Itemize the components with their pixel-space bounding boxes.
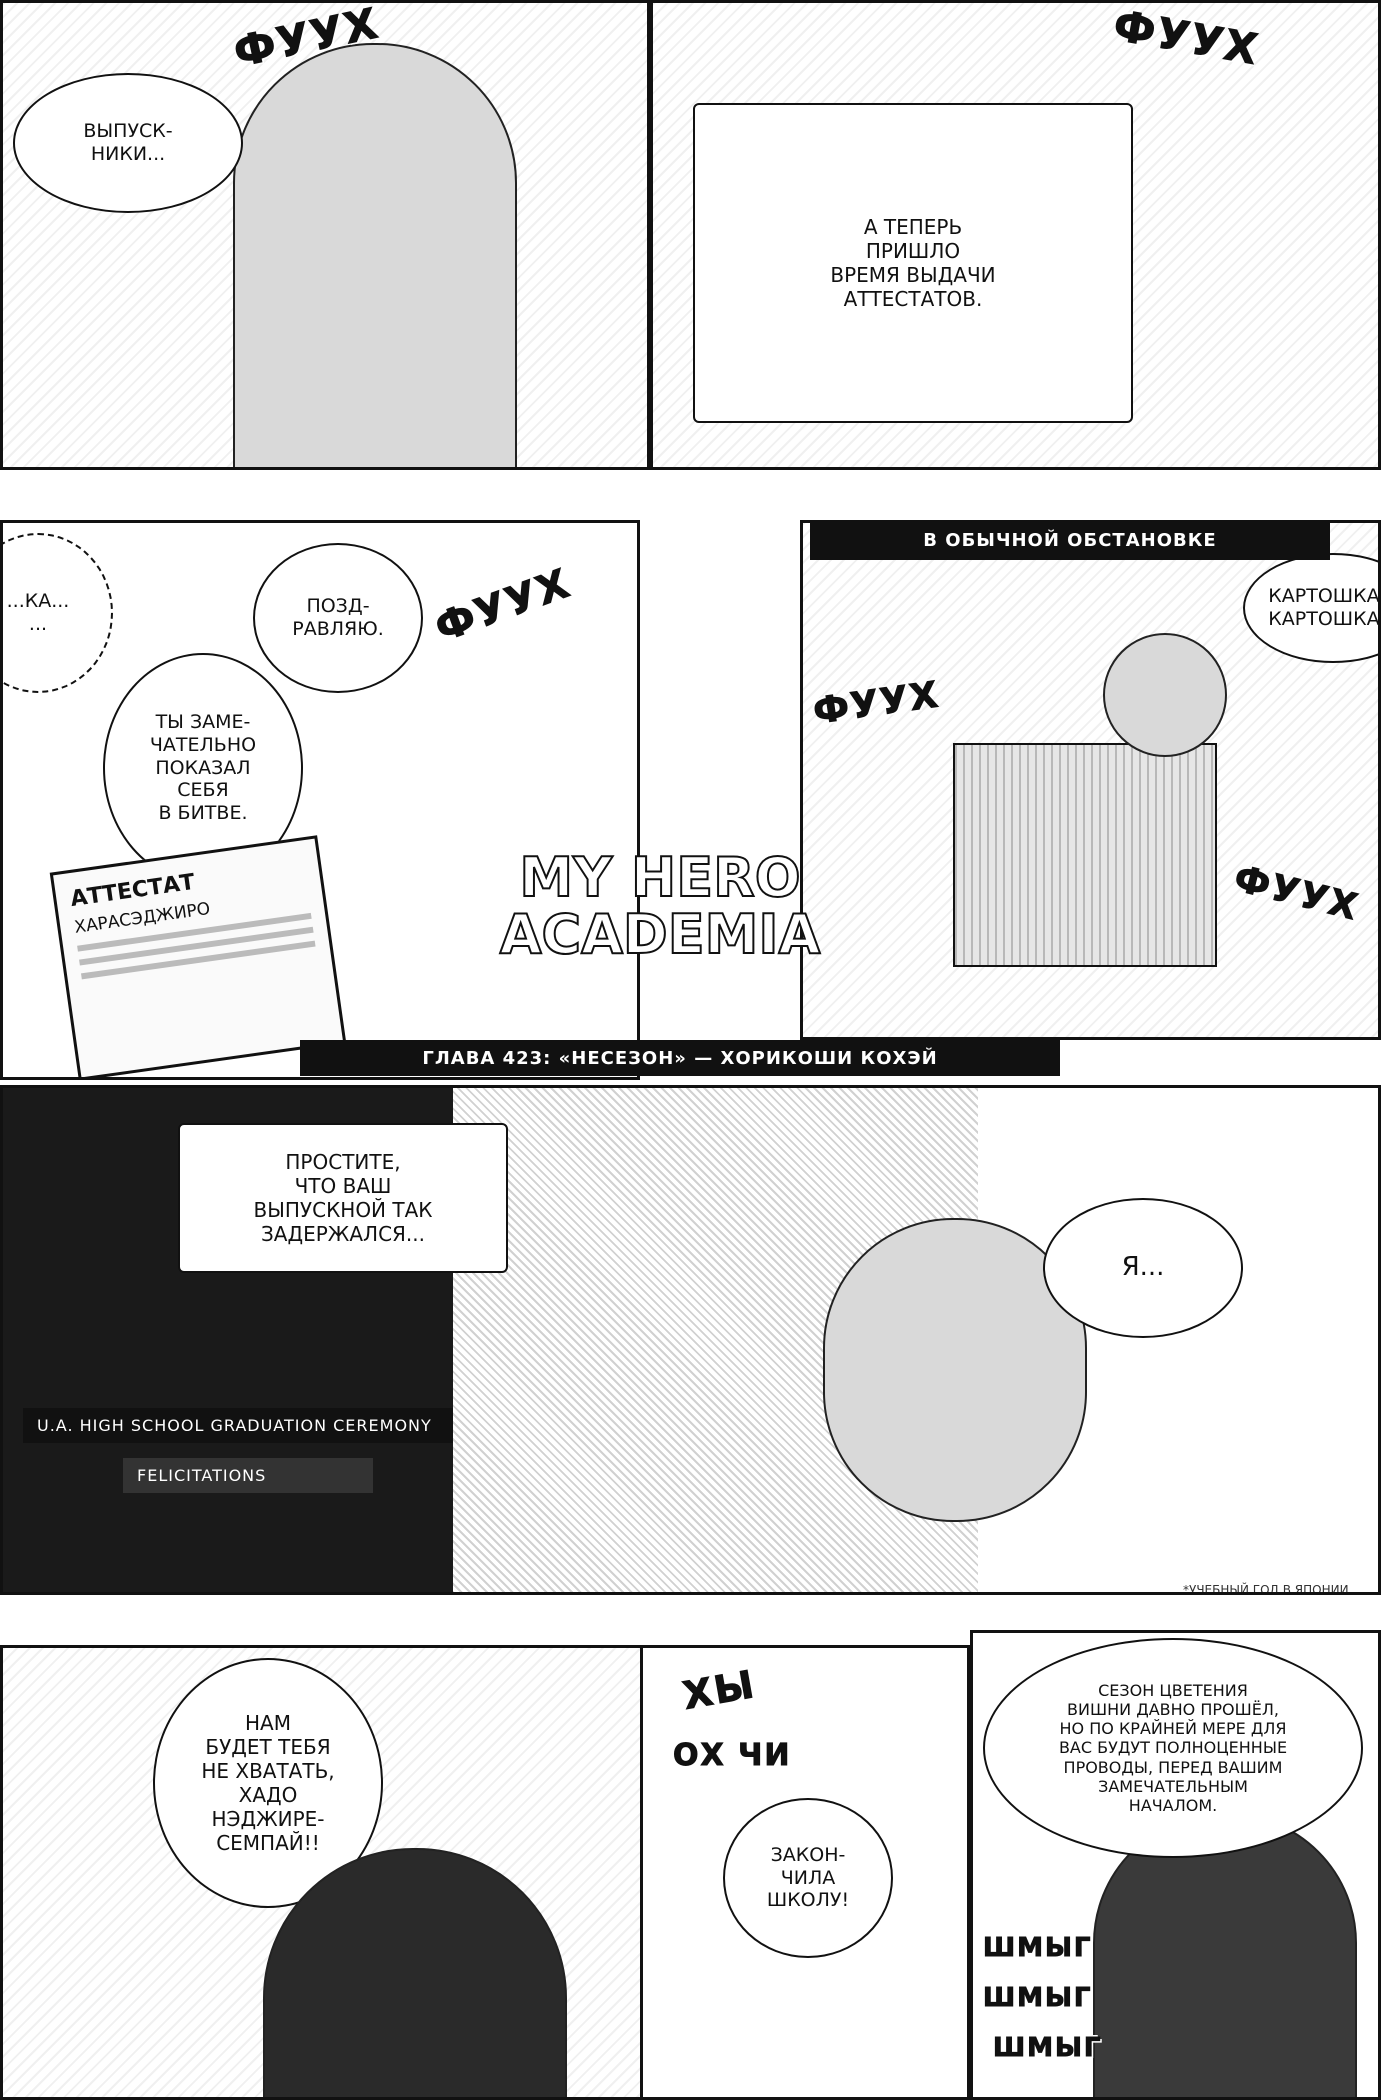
sfx-sniff-b: ШМЫГ bbox=[983, 1983, 1093, 2014]
sfx-sob: ХЫ bbox=[679, 1662, 759, 1719]
podium bbox=[953, 743, 1217, 967]
speech-bubble-i: Я... bbox=[1043, 1198, 1243, 1338]
narration-box: ПРОСТИТЕ, ЧТО ВАШ ВЫПУСКНОЙ ТАК ЗАДЕРЖАЛ… bbox=[178, 1123, 508, 1273]
panel-middle-right: КАРТОШКА... КАРТОШКА... ФУУХ ФУУХ bbox=[800, 520, 1381, 1040]
panel-lower-crowd: U.A. HIGH SCHOOL GRADUATION CEREMONY FEL… bbox=[0, 1085, 1381, 1595]
sfx-fuu: ФУУХ bbox=[429, 560, 577, 652]
character-figure bbox=[1103, 633, 1227, 757]
panel-middle-left: ...КА... ... ПОЗД- РАВЛЯЮ. ТЫ ЗАМЕ- ЧАТЕ… bbox=[0, 520, 640, 1080]
character-figure bbox=[233, 43, 517, 467]
ceremony-banner: U.A. HIGH SCHOOL GRADUATION CEREMONY bbox=[23, 1408, 453, 1443]
speech-bubble-finished: ЗАКОН- ЧИЛА ШКОЛУ! bbox=[723, 1798, 893, 1958]
panel-top-left: ВЫПУСК- НИКИ... ФУУХ bbox=[0, 0, 650, 470]
speech-bubble-cards: КАРТОШКА... КАРТОШКА... bbox=[1243, 553, 1378, 663]
speech-bubble-season: СЕЗОН ЦВЕТЕНИЯ ВИШНИ ДАВНО ПРОШЁЛ, НО ПО… bbox=[983, 1638, 1363, 1858]
panel-bottom-middle: ХЫ ОХ ЧИ ЗАКОН- ЧИЛА ШКОЛУ! bbox=[640, 1645, 970, 2100]
speech-bubble-certificates: А ТЕПЕРЬ ПРИШЛО ВРЕМЯ ВЫДАЧИ АТТЕСТАТОВ. bbox=[693, 103, 1133, 423]
panel-top-right: А ТЕПЕРЬ ПРИШЛО ВРЕМЯ ВЫДАЧИ АТТЕСТАТОВ.… bbox=[650, 0, 1381, 470]
speech-bubble-cut: ...КА... ... bbox=[3, 533, 113, 693]
speech-bubble-graduates: ВЫПУСК- НИКИ... bbox=[13, 73, 243, 213]
character-figure bbox=[263, 1848, 567, 2097]
principal-figure bbox=[1093, 1813, 1357, 2097]
chapter-credits: ГЛАВА 423: «НЕСЕЗОН» — ХОРИКОШИ КОХЭЙ bbox=[300, 1040, 1060, 1076]
series-logo: MY HERO ACADEMIA bbox=[499, 846, 822, 966]
panel-bottom-right: СЕЗОН ЦВЕТЕНИЯ ВИШНИ ДАВНО ПРОШЁЛ, НО ПО… bbox=[970, 1630, 1381, 2100]
sfx-sniff-c: ШМЫГ bbox=[993, 2033, 1103, 2064]
ceremony-banner-sub: FELICITATIONS bbox=[123, 1458, 373, 1493]
caption-normal-setting: В ОБЫЧНОЙ ОБСТАНОВКЕ bbox=[810, 520, 1330, 560]
speech-bubble-congrats: ПОЗД- РАВЛЯЮ. bbox=[253, 543, 423, 693]
sfx-sob-2: ОХ ЧИ bbox=[672, 1738, 792, 1774]
sfx-sniff-a: ШМЫГ bbox=[983, 1933, 1093, 1964]
panel-bottom-left: НАМ БУДЕТ ТЕБЯ НЕ ХВАТАТЬ, ХАДО НЭДЖИРЕ-… bbox=[0, 1645, 650, 2100]
footnote: *УЧЕБНЫЙ ГОД В ЯПОНИИ ИДЁТ С НАЧАЛА АПРЕ… bbox=[1183, 1583, 1349, 1595]
